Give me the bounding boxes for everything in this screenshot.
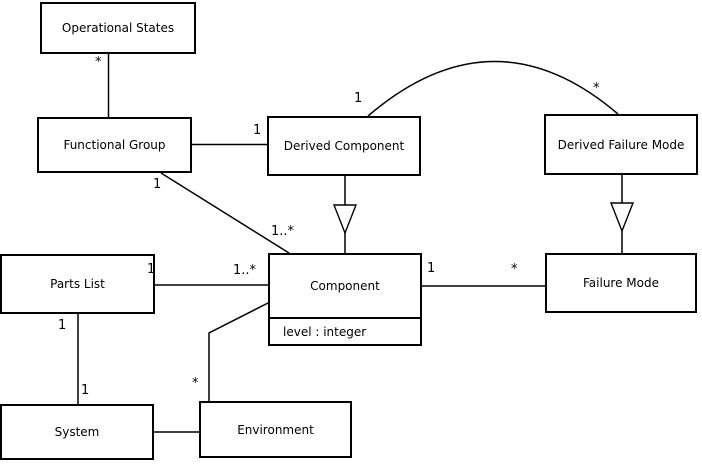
class-component-name: Component [310, 279, 380, 293]
multiplicity-component-left: 1..* [233, 263, 257, 278]
multiplicity-parts-list-bottom: 1 [58, 318, 67, 333]
class-system: System [0, 404, 154, 460]
edge-environment-component [208, 302, 269, 401]
class-operational-states: Operational States [40, 2, 196, 54]
class-failure-mode: Failure Mode [545, 253, 697, 313]
multiplicity-component-right: 1 [427, 261, 436, 276]
class-functional-group: Functional Group [37, 117, 192, 173]
multiplicity-arc-derived-component: 1 [354, 91, 363, 106]
multiplicity-arc-derived-failure-mode: * [593, 81, 600, 96]
generalization-triangle-icon [609, 202, 635, 233]
generalization-triangle-icon [332, 204, 358, 235]
multiplicity-system-top: 1 [81, 383, 90, 398]
multiplicity-operational-states: * [95, 55, 102, 70]
multiplicity-derived-component-left: 1 [253, 123, 262, 138]
class-component: Component level : integer [268, 253, 422, 346]
multiplicity-functional-group-bottom: 1 [153, 177, 162, 192]
class-environment: Environment [199, 401, 352, 458]
multiplicity-failure-mode-left: * [511, 262, 518, 277]
multiplicity-component-top: 1..* [271, 224, 295, 239]
class-component-attribute: level : integer [270, 317, 420, 344]
class-derived-failure-mode: Derived Failure Mode [544, 114, 698, 175]
class-parts-list: Parts List [0, 254, 155, 314]
edge-functional-group-component [160, 172, 290, 254]
multiplicity-parts-list-right: 1 [147, 262, 156, 277]
class-derived-component: Derived Component [267, 116, 421, 176]
edge-arc-derived-component-derived-failure-mode [367, 60, 619, 117]
multiplicity-environment-top: * [192, 376, 199, 391]
